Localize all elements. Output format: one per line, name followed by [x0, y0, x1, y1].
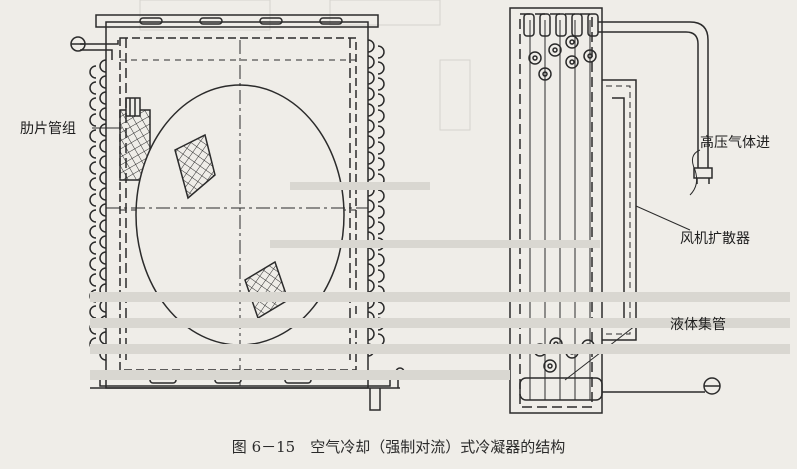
- background-text-bleed: [90, 182, 790, 380]
- fin-tube-group-label: 肋片管组: [20, 121, 76, 137]
- high-pressure-gas-in-label: 高压气体进: [700, 135, 770, 151]
- liquid-header-label: 液体集管: [670, 317, 726, 333]
- side-frame: [509, 7, 603, 414]
- gas-in-leader: [689, 149, 701, 196]
- fan-diffuser-label: 风机扩散器: [680, 231, 750, 247]
- figure-caption: 图 6－15 空气冷却（强制对流）式冷凝器的结构: [231, 438, 566, 456]
- diffuser-leader: [635, 205, 691, 231]
- hatched-mesh-icon: [174, 133, 216, 200]
- right-coil-bends: [367, 39, 385, 357]
- inlet-pipe: [80, 40, 119, 60]
- high-pressure-inlet-pipe: [598, 21, 709, 168]
- fan-diffuser: [602, 79, 637, 341]
- left-coil-bends: [89, 59, 107, 361]
- liquid-header: [519, 377, 603, 401]
- condenser-side-view: [509, 7, 721, 414]
